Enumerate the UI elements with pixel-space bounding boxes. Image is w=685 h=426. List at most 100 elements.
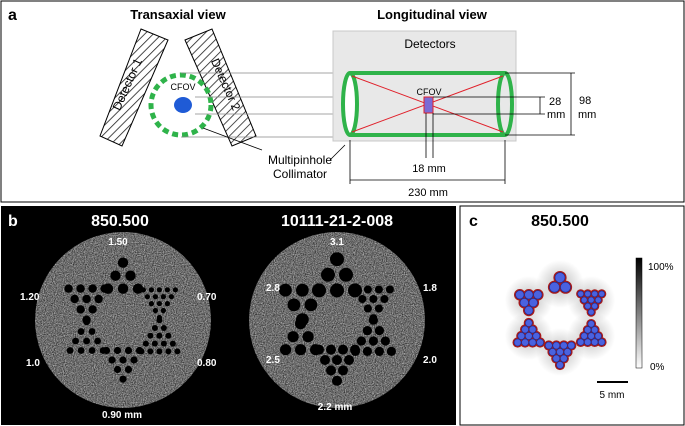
- phantom-hole: [156, 301, 162, 307]
- phantom-hole: [160, 307, 166, 314]
- phantom-hole: [100, 284, 109, 293]
- phantom-2-label-upper-right: 1.8: [423, 283, 437, 294]
- detectors-label: Detectors: [404, 37, 455, 51]
- phantom-hole: [332, 355, 342, 365]
- hole-outline: [544, 341, 553, 350]
- phantom-hole: [88, 347, 96, 354]
- phantom-hole: [296, 283, 309, 297]
- panel-c-title: 850.500: [531, 213, 589, 230]
- dim-18: 18 mm: [412, 163, 446, 175]
- panel-a-label: a: [8, 7, 17, 24]
- collimator-label-2: Collimator: [273, 167, 327, 181]
- phantom-hole: [279, 283, 292, 297]
- hole-outline: [594, 296, 602, 304]
- phantom-1-label-bottom: 0.90 mm: [102, 410, 142, 421]
- hole-outline: [594, 332, 602, 340]
- phantom-hole: [164, 287, 170, 293]
- phantom-hole: [117, 283, 129, 294]
- phantom-hole: [156, 332, 163, 339]
- phantom-hole: [66, 347, 74, 354]
- longitudinal-cfov-label: CFOV: [416, 87, 441, 97]
- hole-outline: [559, 354, 568, 363]
- hole-outline: [524, 290, 534, 300]
- collimator-leader-1: [202, 127, 263, 151]
- hole-outline: [587, 308, 595, 316]
- phantom-hole: [64, 284, 73, 293]
- phantom-hole: [119, 375, 127, 383]
- hole-outline: [524, 305, 534, 315]
- collimator-label-1: Multipinhole: [268, 153, 332, 167]
- dim-98-unit: mm: [578, 109, 596, 121]
- dimension-lines: [349, 72, 575, 184]
- phantom-1-title: 850.500: [91, 213, 149, 230]
- colorbar: [635, 257, 643, 369]
- phantom-2-label-lower-right: 2.0: [423, 355, 437, 366]
- phantom-hole: [302, 331, 314, 343]
- phantom-1-label-upper-right: 0.70: [197, 292, 217, 303]
- hole-outline: [584, 326, 592, 334]
- panel-c-frame: [459, 205, 685, 426]
- phantom-1-label-lower-left: 1.0: [26, 358, 40, 369]
- phantom-hole: [152, 307, 158, 314]
- hole-outline: [577, 338, 585, 346]
- hole-outline: [552, 341, 561, 350]
- phantom-hole: [82, 294, 91, 304]
- panel-c-reconstruction: [504, 260, 616, 376]
- hole-outline: [587, 296, 595, 304]
- phantom-hole: [83, 337, 90, 345]
- phantom-hole: [148, 301, 154, 307]
- phantom-hole: [164, 301, 170, 307]
- colorbar-min: 0%: [650, 362, 665, 373]
- hole-outline: [559, 341, 568, 350]
- phantom-hole: [344, 355, 354, 365]
- phantom-hole: [99, 347, 107, 354]
- longitudinal-collimator: [341, 71, 514, 137]
- hole-outline: [528, 325, 537, 334]
- hole-outline: [528, 298, 538, 308]
- detector-2: [184, 28, 257, 147]
- hole-outline: [591, 302, 599, 310]
- hole-outline: [580, 332, 588, 340]
- phantom-hole: [356, 336, 366, 346]
- phantom-1-label-top: 1.50: [108, 237, 128, 248]
- phantom-hole: [385, 285, 394, 294]
- phantom-hole: [88, 328, 96, 335]
- hole-outline: [521, 338, 529, 347]
- phantom-hole: [362, 326, 372, 336]
- phantom-hole: [287, 331, 299, 343]
- phantom-hole: [160, 340, 167, 347]
- scalebar-label: 5 mm: [600, 390, 625, 401]
- phantom-hole: [169, 340, 176, 347]
- phantom-hole: [330, 252, 344, 267]
- phantom-hole: [368, 336, 378, 346]
- hole-outline: [563, 348, 572, 356]
- projection-lines: [181, 72, 345, 138]
- phantom-hole: [156, 287, 162, 293]
- phantom-hole: [130, 356, 138, 364]
- phantom-hole: [332, 375, 342, 386]
- phantom-hole: [338, 365, 348, 376]
- phantom-hole: [165, 332, 172, 339]
- detector-1: [99, 28, 169, 147]
- phantom-hole: [156, 317, 163, 324]
- hole-outline: [591, 326, 599, 334]
- phantom-hole: [350, 344, 360, 355]
- hole-outline: [513, 338, 522, 347]
- phantom-hole: [374, 326, 384, 336]
- transaxial-collimator-ring: [148, 72, 214, 138]
- panel-b-label: b: [8, 213, 18, 230]
- longitudinal-cfov: [423, 96, 434, 114]
- hole-outline: [587, 320, 595, 328]
- hole-outline: [548, 348, 557, 356]
- phantom-hole: [110, 270, 121, 281]
- dim-98: 98: [579, 95, 591, 107]
- hole-outline: [587, 332, 595, 340]
- phantom-hole: [119, 356, 127, 364]
- phantom-hole: [151, 340, 158, 347]
- phantom-hole: [352, 285, 361, 294]
- hole-outline: [532, 332, 541, 340]
- phantom-hole: [76, 305, 85, 314]
- phantom-2-label-upper-left: 2.8: [266, 283, 280, 294]
- phantom-hole: [321, 267, 335, 282]
